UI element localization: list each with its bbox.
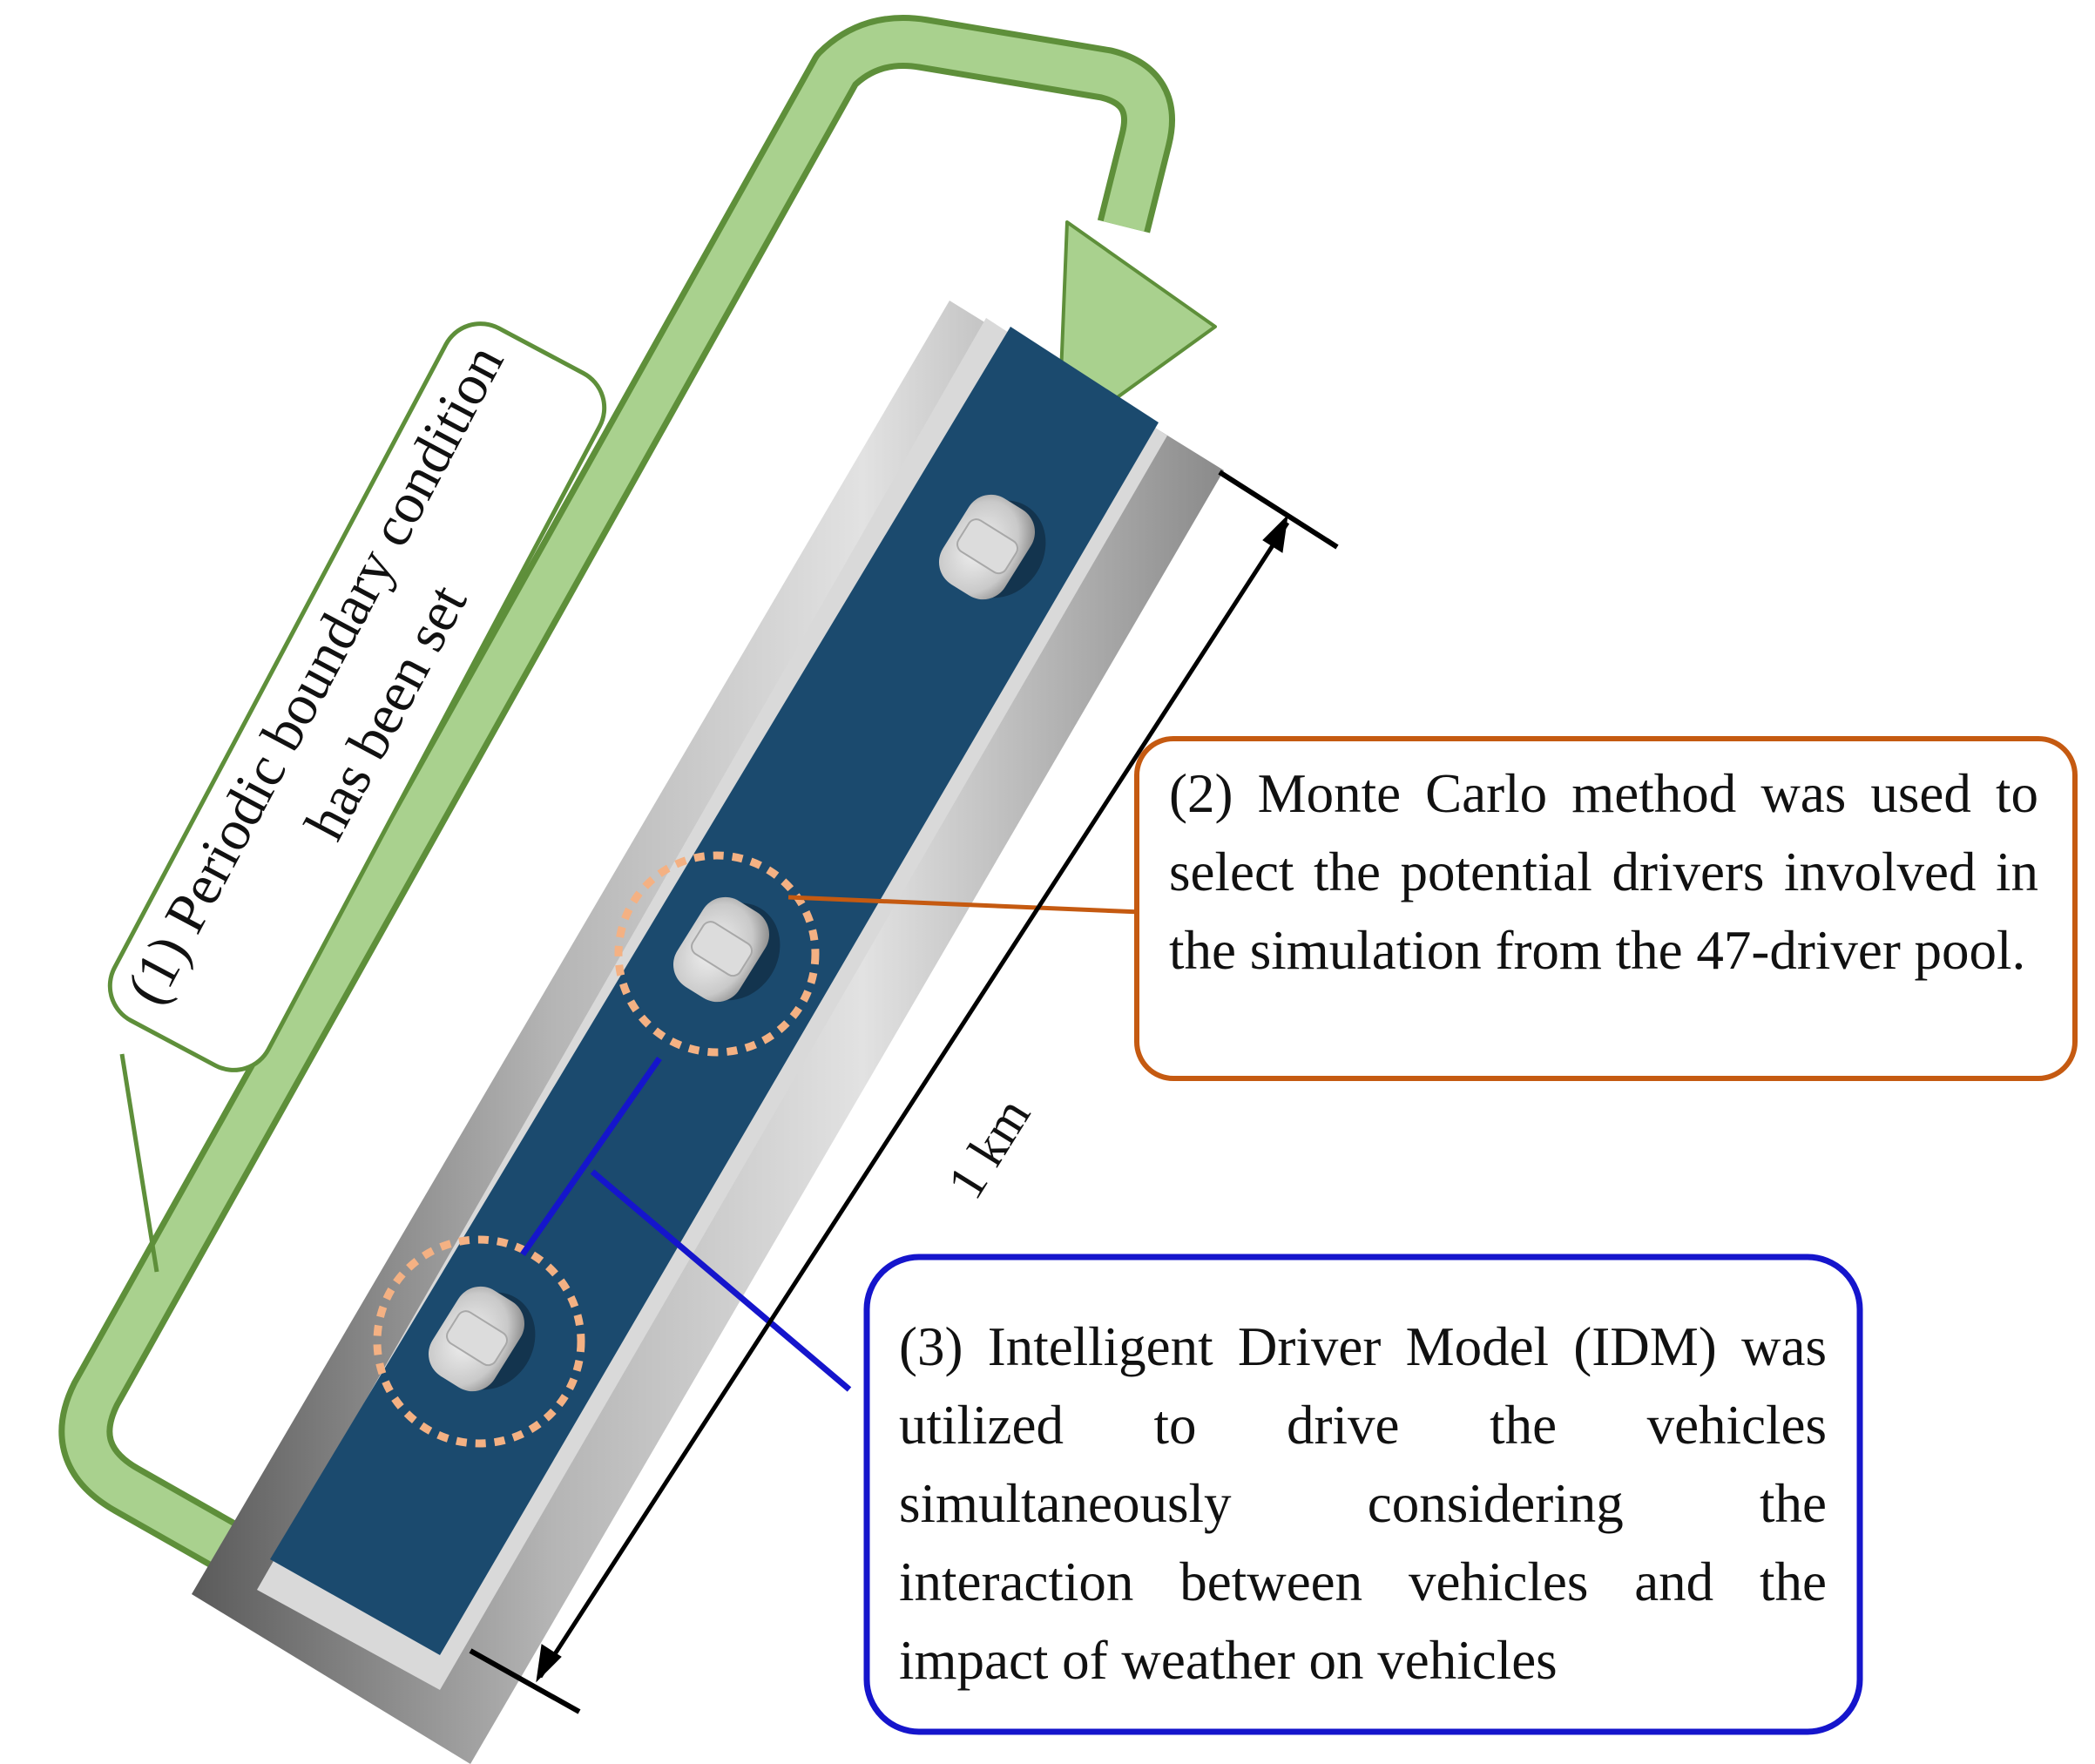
label-box-monte-carlo xyxy=(1134,736,2078,1081)
monte-carlo-label: (2) Monte Carlo method was used to selec… xyxy=(1169,763,2038,981)
car-icon xyxy=(428,1286,536,1392)
dimension-line xyxy=(469,470,1339,1714)
idm-label: (3) Intelligent Driver Model (IDM) was u… xyxy=(899,1316,1827,1691)
car-icon xyxy=(938,494,1046,600)
highlight-ring xyxy=(373,1235,585,1448)
label-box-idm xyxy=(863,1254,1863,1735)
monte-carlo-connector xyxy=(787,895,1142,915)
highlight-ring xyxy=(614,851,820,1057)
idm-connector xyxy=(520,1056,852,1392)
label-box-periodic xyxy=(107,321,607,1072)
box1-connector xyxy=(119,1053,159,1273)
car-icon xyxy=(672,896,781,1003)
